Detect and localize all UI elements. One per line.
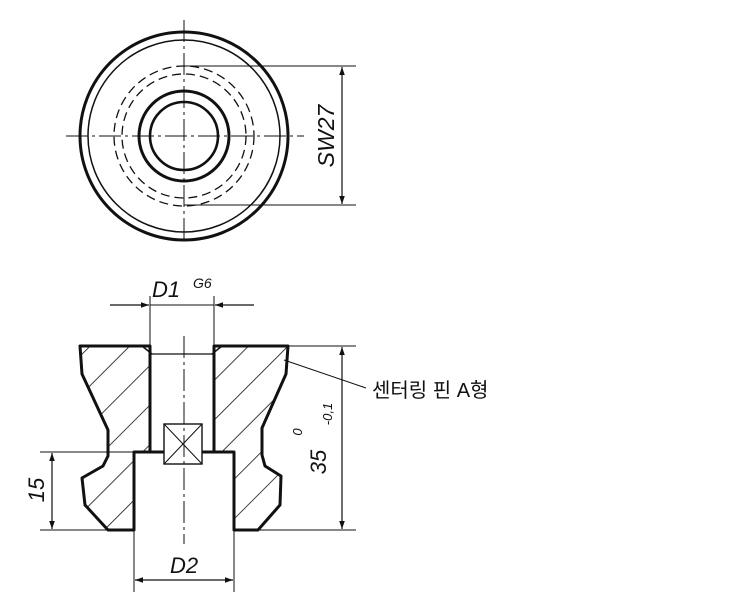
depth-label: 15	[24, 477, 49, 502]
d1-tolerance: G6	[193, 275, 212, 291]
height-tol-upper: 0	[290, 428, 305, 436]
bore-chamfer-left	[141, 345, 153, 355]
top-view: SW27	[66, 20, 356, 244]
height-label: 35	[306, 449, 331, 474]
undercut-cross-b	[163, 423, 203, 465]
d2-label: D2	[170, 553, 198, 578]
bore-chamfer-right	[211, 345, 223, 355]
sw-label: SW27	[313, 103, 339, 167]
section-view: D1 G6 D2 15 35 0 -0,1 센터링 핀 A형	[24, 275, 488, 592]
callout-label: 센터링 핀 A형	[372, 379, 488, 402]
height-tol-lower: -0,1	[320, 403, 335, 425]
callout-leader	[283, 359, 367, 389]
d1-label: D1	[152, 277, 180, 302]
